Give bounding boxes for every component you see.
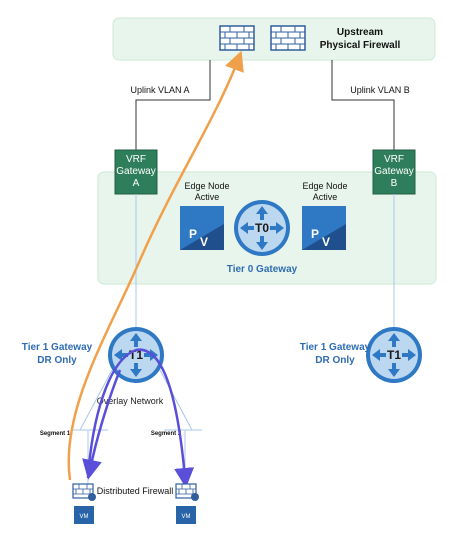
svg-text:V: V bbox=[200, 235, 208, 249]
vm-right bbox=[176, 506, 196, 524]
tier1-left-line2: DR Only bbox=[37, 355, 77, 366]
north-south-traffic-path bbox=[67, 50, 244, 481]
overlay-network-label: Overlay Network bbox=[97, 396, 164, 406]
east-west-traffic-path bbox=[86, 348, 195, 488]
east-west-traffic-return bbox=[82, 369, 122, 480]
upstream-title-line2: Physical Firewall bbox=[320, 40, 401, 51]
vrf-a-line1: VRF bbox=[126, 154, 146, 165]
vrf-gateway-a bbox=[114, 149, 158, 195]
edge-right-line1: Edge Node bbox=[302, 181, 347, 191]
t1-right-label: T1 bbox=[387, 348, 401, 362]
edge-right-line2: Active bbox=[313, 192, 338, 202]
firewall-icon-left bbox=[219, 25, 255, 51]
overlay-line-right bbox=[159, 369, 193, 431]
vm-left bbox=[74, 506, 94, 524]
vrf-a-line2: Gateway bbox=[116, 166, 155, 177]
edge-node-right-icon: P V bbox=[302, 206, 346, 250]
vrf-b-line3: B bbox=[391, 178, 398, 189]
distributed-firewall-left-icon bbox=[72, 483, 96, 501]
vm-right-label: VM bbox=[182, 514, 191, 520]
t0-router-icon bbox=[234, 200, 290, 256]
tier1-right-line2: DR Only bbox=[315, 355, 355, 366]
distributed-firewall-right-icon bbox=[175, 483, 199, 501]
firewall-icon-right bbox=[270, 25, 306, 51]
uplink-a-label: Uplink VLAN A bbox=[130, 85, 189, 95]
overlay-line-left bbox=[79, 369, 113, 431]
t0-label: T0 bbox=[255, 221, 269, 235]
tier1-left-line1: Tier 1 Gateway bbox=[22, 342, 93, 353]
upstream-title-line1: Upstream bbox=[337, 27, 383, 38]
vrf-b-line1: VRF bbox=[384, 154, 404, 165]
svg-text:P: P bbox=[189, 227, 197, 241]
uplink-a-line bbox=[135, 60, 211, 152]
svg-text:V: V bbox=[322, 235, 330, 249]
segment-2-label: Segment 2 bbox=[151, 431, 182, 437]
tier0-label: Tier 0 Gateway bbox=[227, 264, 298, 275]
t1-left-router-icon bbox=[108, 327, 164, 383]
edge-left-line1: Edge Node bbox=[184, 181, 229, 191]
uplink-b-label: Uplink VLAN B bbox=[350, 85, 410, 95]
t1-right-router-icon bbox=[366, 327, 422, 383]
tier1-right-line1: Tier 1 Gateway bbox=[300, 342, 371, 353]
vrf-b-line2: Gateway bbox=[374, 166, 413, 177]
edge-node-left-icon: P V bbox=[180, 206, 224, 250]
vrf-a-line3: A bbox=[133, 178, 140, 189]
vm-left-label: VM bbox=[80, 514, 89, 520]
svg-text:P: P bbox=[311, 227, 319, 241]
vrf-gateway-b bbox=[372, 149, 416, 195]
segment-1-label: Segment 1 bbox=[40, 431, 71, 437]
distributed-firewall-label: Distributed Firewall bbox=[97, 486, 174, 496]
edge-left-line2: Active bbox=[195, 192, 220, 202]
uplink-b-line bbox=[331, 60, 395, 152]
